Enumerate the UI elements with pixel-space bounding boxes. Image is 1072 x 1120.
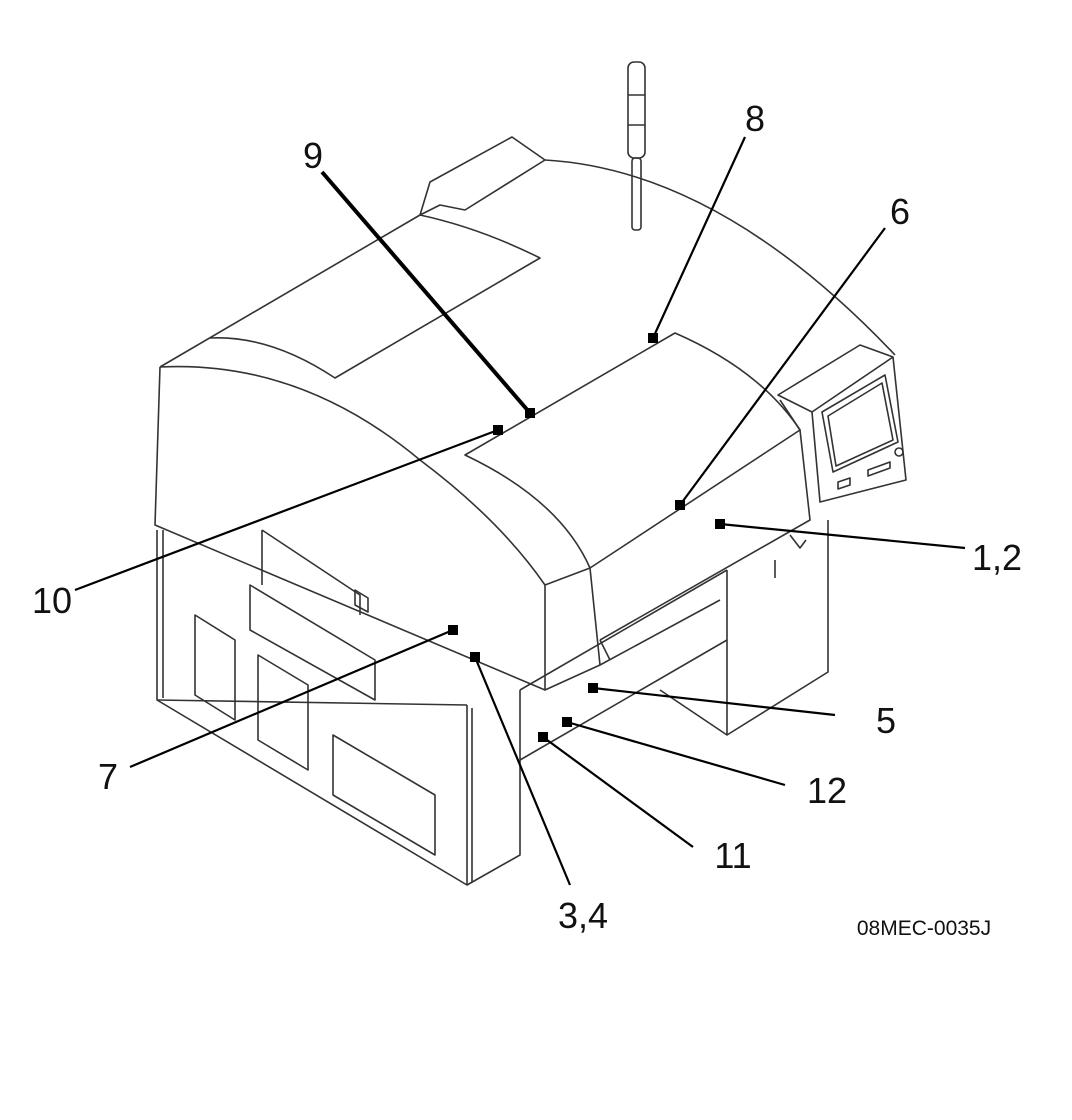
base-cabinet [156, 520, 829, 886]
callout-5: 5 [588, 683, 896, 741]
callout-marker-9 [525, 408, 535, 418]
callout-9: 9 [303, 135, 535, 418]
callout-label-9: 9 [303, 135, 323, 176]
left-cover-side [154, 366, 546, 691]
callout-label-7: 7 [98, 756, 118, 797]
callout-label-8: 8 [745, 98, 765, 139]
cover-front [544, 567, 601, 691]
callout-label-12: 12 [807, 770, 847, 811]
callout-7: 7 [98, 625, 458, 797]
callout-label-5: 5 [876, 700, 896, 741]
center-cover [464, 332, 801, 569]
cover-edge [779, 399, 801, 431]
callout-11: 11 [538, 732, 752, 876]
callout-12: 12 [562, 717, 847, 811]
callout-marker-6 [675, 500, 685, 510]
callout-1-2: 1,2 [715, 519, 1022, 578]
callout-marker-1-2 [715, 519, 725, 529]
callout-3-4: 3,4 [470, 652, 608, 936]
rear-edge [159, 214, 421, 368]
callout-6: 6 [675, 191, 910, 510]
callout-label-1-2: 1,2 [972, 537, 1022, 578]
callout-8: 8 [648, 98, 765, 343]
callout-marker-3-4 [470, 652, 480, 662]
callout-label-10: 10 [32, 580, 72, 621]
callout-marker-12 [562, 717, 572, 727]
callout-marker-5 [588, 683, 598, 693]
signal-tower [627, 61, 646, 231]
touch-monitor [777, 344, 907, 503]
callout-label-11: 11 [714, 835, 751, 876]
callout-marker-8 [648, 333, 658, 343]
top-window [209, 214, 541, 379]
right-cover-front [599, 429, 811, 641]
callout-marker-10 [493, 425, 503, 435]
callout-marker-7 [448, 625, 458, 635]
left-cover [159, 365, 546, 586]
machine-drawing [154, 61, 907, 886]
callout-10: 10 [32, 425, 503, 621]
rear-dome [544, 159, 896, 356]
callout-label-3-4: 3,4 [558, 895, 608, 936]
callout-marker-11 [538, 732, 548, 742]
callout-label-6: 6 [890, 191, 910, 232]
top-hood [419, 136, 546, 216]
figure-code: 08MEC-0035J [857, 917, 991, 940]
